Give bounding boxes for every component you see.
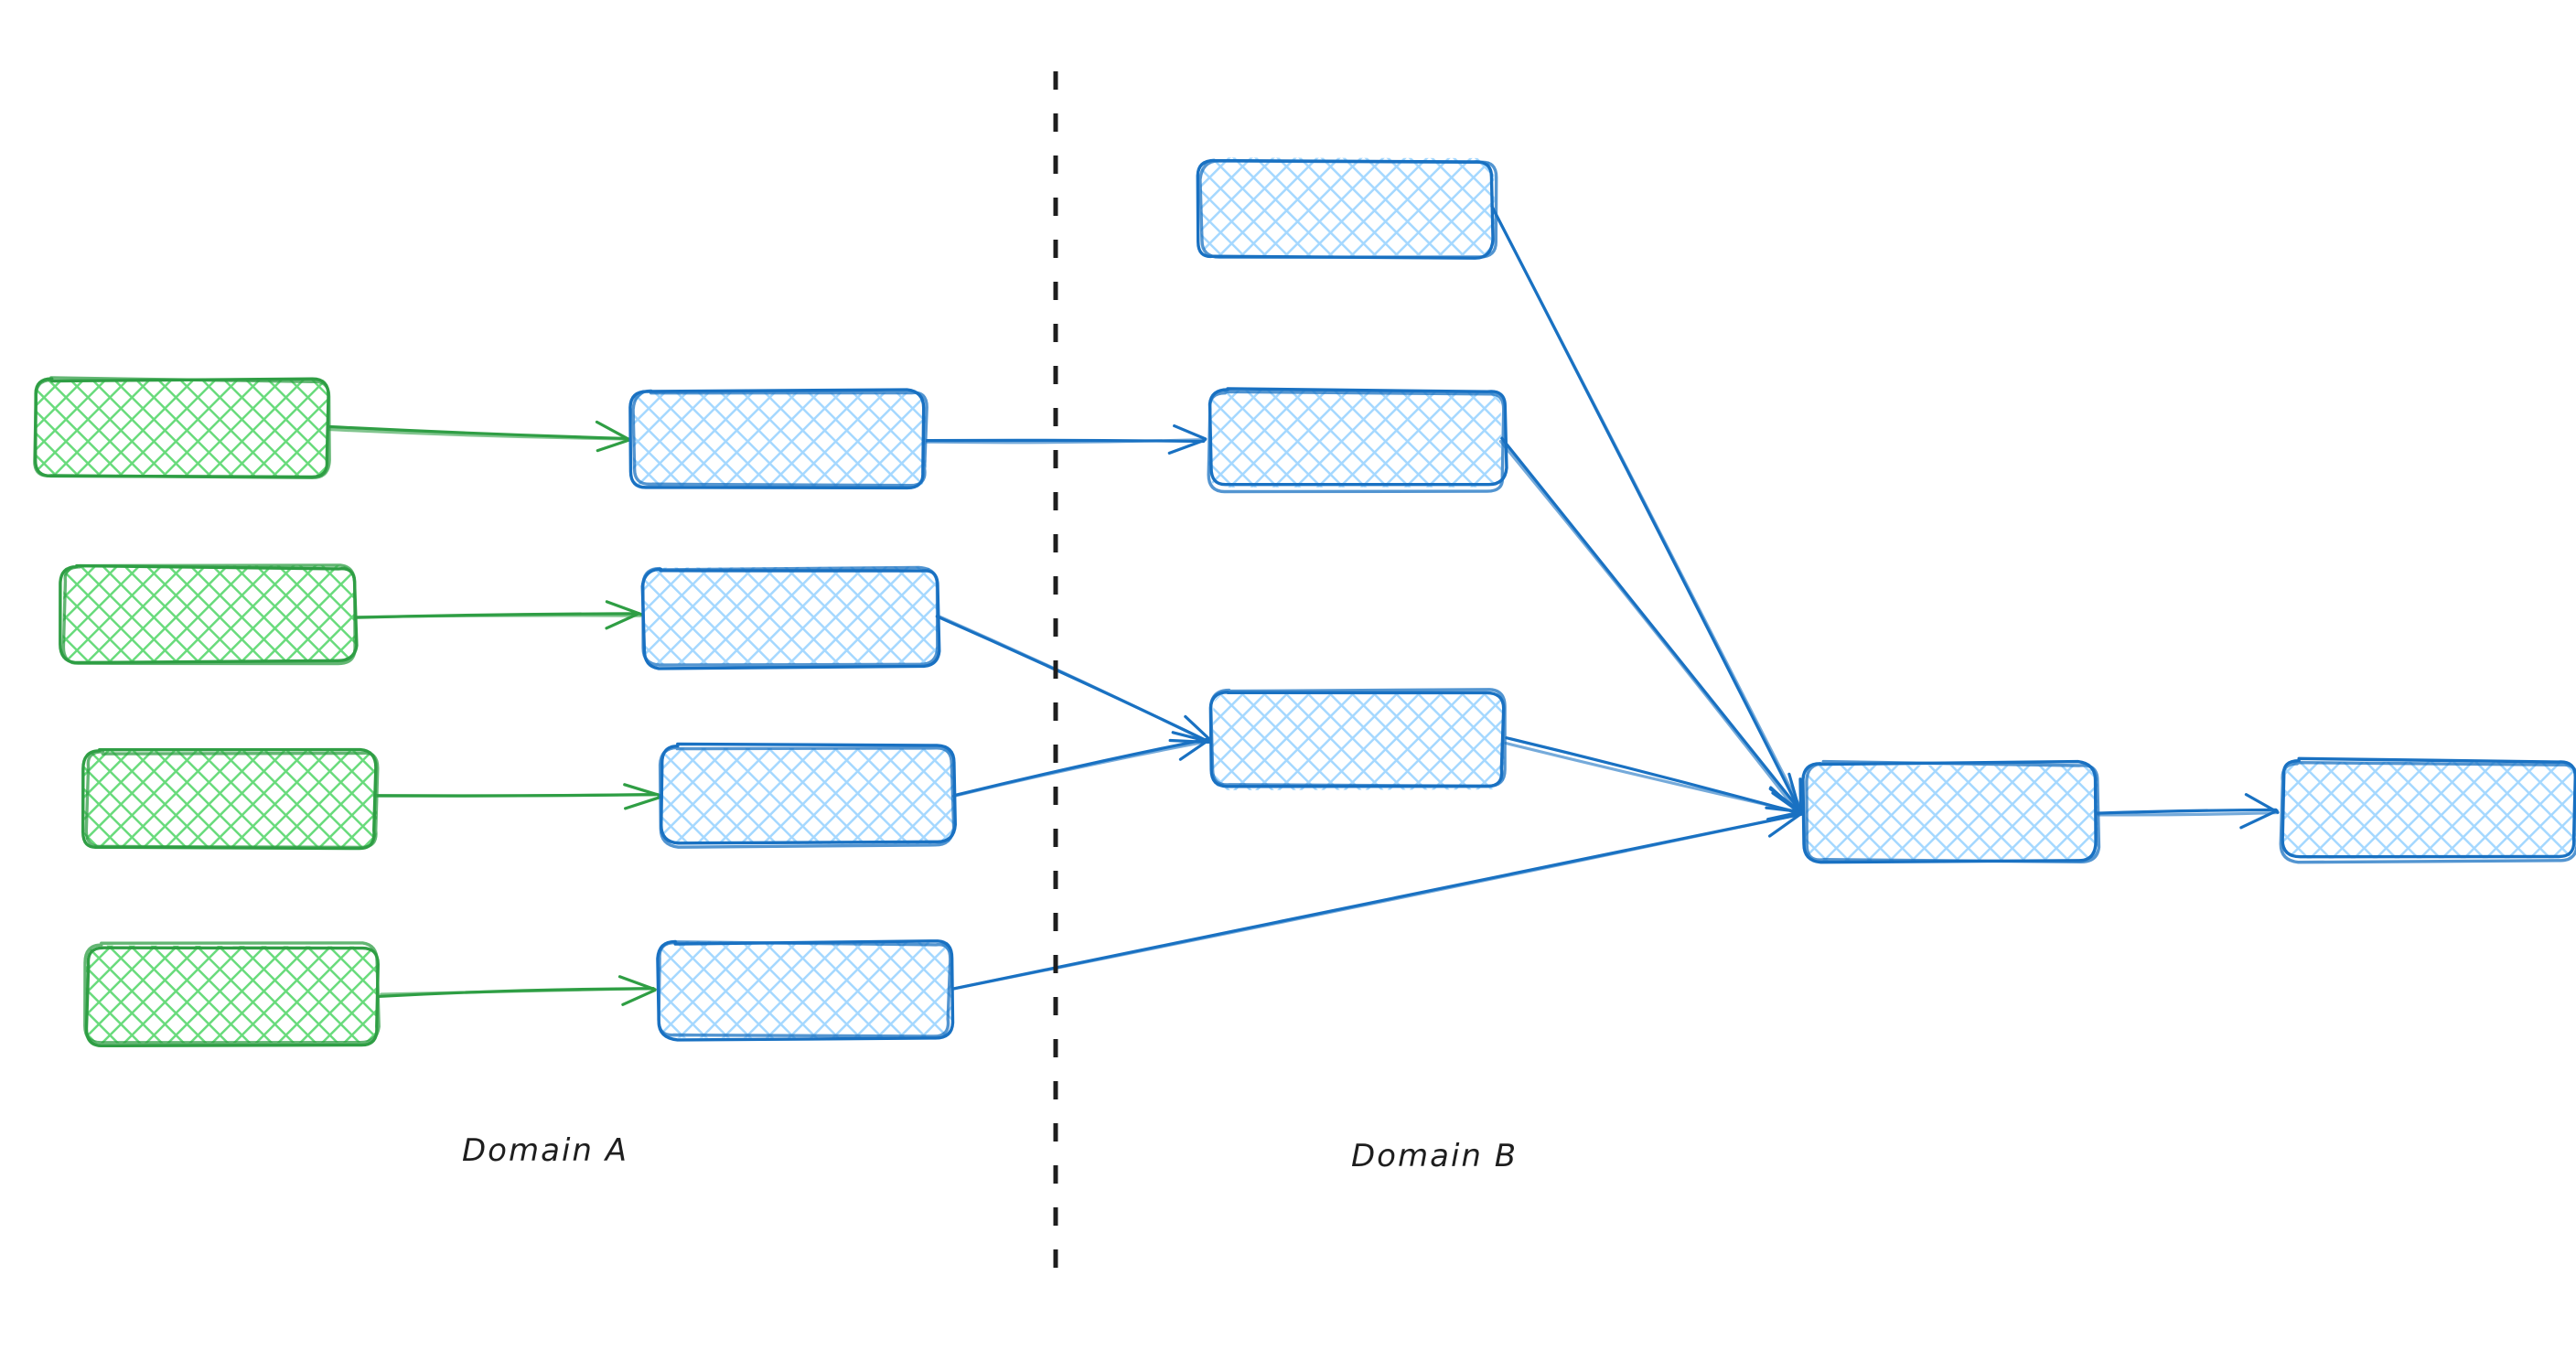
domain-b-aggregate-node[interactable]: [1801, 759, 2101, 864]
domain-a-node-2-fill: [643, 566, 939, 664]
domain-a-node-3-fill: [661, 747, 956, 845]
domain-b-node-1-outline: [1198, 159, 1498, 259]
edge-a-node-1-to-b-node-2-arrowhead: [1167, 438, 1207, 455]
domain-a-input-3[interactable]: [81, 747, 380, 851]
domain-a-node-4-outline: [657, 940, 952, 1038]
domain-a-input-1-fill: [36, 379, 328, 477]
domain-b-node-2[interactable]: [1207, 387, 1508, 494]
edge-a-node-1-to-b-node-2[interactable]: [924, 423, 1208, 455]
edge-b-node-3-to-b-hub[interactable]: [1504, 736, 1804, 821]
edge-a-in-2-to-a-node-2[interactable]: [352, 600, 644, 630]
domain-b-node-1-fill: [1200, 157, 1496, 256]
edge-b-node-2-to-b-hub-arrowhead: [1787, 772, 1802, 815]
domain-a-node-2[interactable]: [640, 565, 941, 670]
domain-b-node-1[interactable]: [1196, 157, 1498, 260]
edge-b-node-2-to-b-hub-shaft: [1498, 439, 1801, 816]
edge-b-hub-to-b-output-arrowhead: [2239, 809, 2279, 830]
domain-a-node-4[interactable]: [656, 939, 955, 1042]
edge-a-node-3-to-b-node-3-arrowhead: [1171, 731, 1210, 744]
edge-b-hub-to-b-output-shaft: [2097, 810, 2280, 817]
domain-a-node-3[interactable]: [658, 742, 957, 849]
edge-a-in-4-to-a-node-4[interactable]: [377, 975, 657, 1006]
edge-a-node-3-to-b-node-3-shaft: [951, 740, 1208, 799]
edge-a-node-2-to-b-node-3[interactable]: [935, 614, 1213, 745]
edge-a-node-3-to-b-node-3-arrowhead: [1178, 738, 1210, 761]
edge-a-in-2-to-a-node-2-arrowhead: [605, 612, 640, 630]
edge-a-in-3-to-a-node-3[interactable]: [372, 783, 662, 810]
edge-a-in-4-to-a-node-4-arrowhead: [617, 975, 657, 991]
edge-a-in-4-to-a-node-4-shaft: [380, 986, 655, 996]
edge-b-node-1-to-b-hub[interactable]: [1489, 203, 1805, 815]
domain-b-node-2-fill: [1208, 390, 1501, 488]
edge-a-in-1-to-a-node-1-shaft: [327, 427, 628, 441]
edge-a-node-4-to-b-hub-shaft: [951, 812, 1801, 991]
edge-a-in-1-to-a-node-1-arrowhead: [596, 438, 630, 453]
edge-a-in-2-to-a-node-2-arrowhead: [605, 600, 644, 616]
edge-b-node-2-to-b-hub[interactable]: [1498, 436, 1803, 816]
edge-b-node-1-to-b-hub-shaft: [1489, 203, 1804, 813]
node-layer: [33, 157, 2576, 1048]
domain-b-node-3[interactable]: [1208, 688, 1507, 790]
domain-b-node-3-outline: [1208, 688, 1507, 788]
edge-a-in-1-to-a-node-1-arrowhead: [595, 420, 631, 442]
domain-a-input-3-outline: [84, 750, 380, 850]
domain-b-output-node-fill: [2281, 761, 2576, 859]
edge-b-node-3-to-b-hub-shaft: [1504, 741, 1803, 814]
edge-b-hub-to-b-output-shaft: [2094, 808, 2278, 815]
domain-a-node-1[interactable]: [628, 388, 928, 490]
domain-a-input-3-fill: [83, 749, 377, 848]
edge-a-node-2-to-b-node-3-shaft: [936, 614, 1208, 743]
domain-a-input-2[interactable]: [59, 563, 359, 666]
edge-layer: [327, 203, 2280, 1006]
domain-b-label: Domain B: [1351, 1138, 1519, 1174]
edge-b-node-3-to-b-hub-arrowhead: [1769, 786, 1803, 817]
edge-a-node-2-to-b-node-3-arrowhead: [1184, 714, 1213, 743]
domain-a-label: Domain A: [462, 1132, 628, 1169]
edge-a-in-3-to-a-node-3-arrowhead: [623, 783, 662, 798]
domain-a-input-4[interactable]: [83, 941, 381, 1048]
domain-a-node-3-outline: [658, 745, 956, 849]
domain-a-input-1[interactable]: [33, 376, 331, 480]
domain-b-aggregate-node-fill: [1806, 765, 2098, 862]
edge-a-node-4-to-b-hub[interactable]: [951, 806, 1805, 991]
domain-a-node-2-outline: [641, 565, 939, 667]
domain-a-input-4-fill: [85, 945, 378, 1044]
edge-a-in-3-to-a-node-3-arrowhead: [624, 796, 661, 810]
domain-a-node-1-fill: [632, 391, 927, 489]
domain-b-aggregate-node-outline: [1805, 759, 2101, 863]
domain-b-node-3-fill: [1212, 692, 1506, 790]
edge-a-in-3-to-a-node-3-shaft: [372, 792, 660, 798]
domain-a-input-2-fill: [62, 565, 358, 662]
domain-a-node-4-fill: [659, 941, 954, 1038]
edge-a-node-1-to-b-node-2-shaft: [925, 437, 1208, 445]
edge-b-hub-to-b-output-arrowhead: [2244, 793, 2280, 814]
domain-a-input-2-outline: [61, 563, 357, 666]
domain-a-node-1-outline: [631, 389, 928, 488]
edge-b-node-3-to-b-hub-arrowhead: [1766, 809, 1804, 821]
domain-a-node-1-outline: [628, 388, 926, 490]
edge-b-hub-to-b-output[interactable]: [2094, 793, 2280, 830]
edge-a-node-4-to-b-hub-arrowhead: [1767, 810, 1805, 838]
edge-b-node-1-to-b-hub-arrowhead: [1798, 777, 1803, 815]
edge-a-node-1-to-b-node-2-arrowhead: [1173, 423, 1208, 441]
domain-a-input-1-outline: [33, 376, 331, 480]
edge-a-in-4-to-a-node-4-arrowhead: [621, 988, 657, 1006]
domain-b-output-node[interactable]: [2279, 756, 2576, 864]
edge-a-in-1-to-a-node-1[interactable]: [327, 420, 631, 453]
edge-a-node-3-to-b-node-3[interactable]: [951, 731, 1210, 799]
domain-a-input-4-outline: [83, 941, 381, 1045]
domain-b-node-2-outline: [1207, 390, 1506, 494]
edge-a-in-2-to-a-node-2-shaft: [352, 614, 642, 619]
